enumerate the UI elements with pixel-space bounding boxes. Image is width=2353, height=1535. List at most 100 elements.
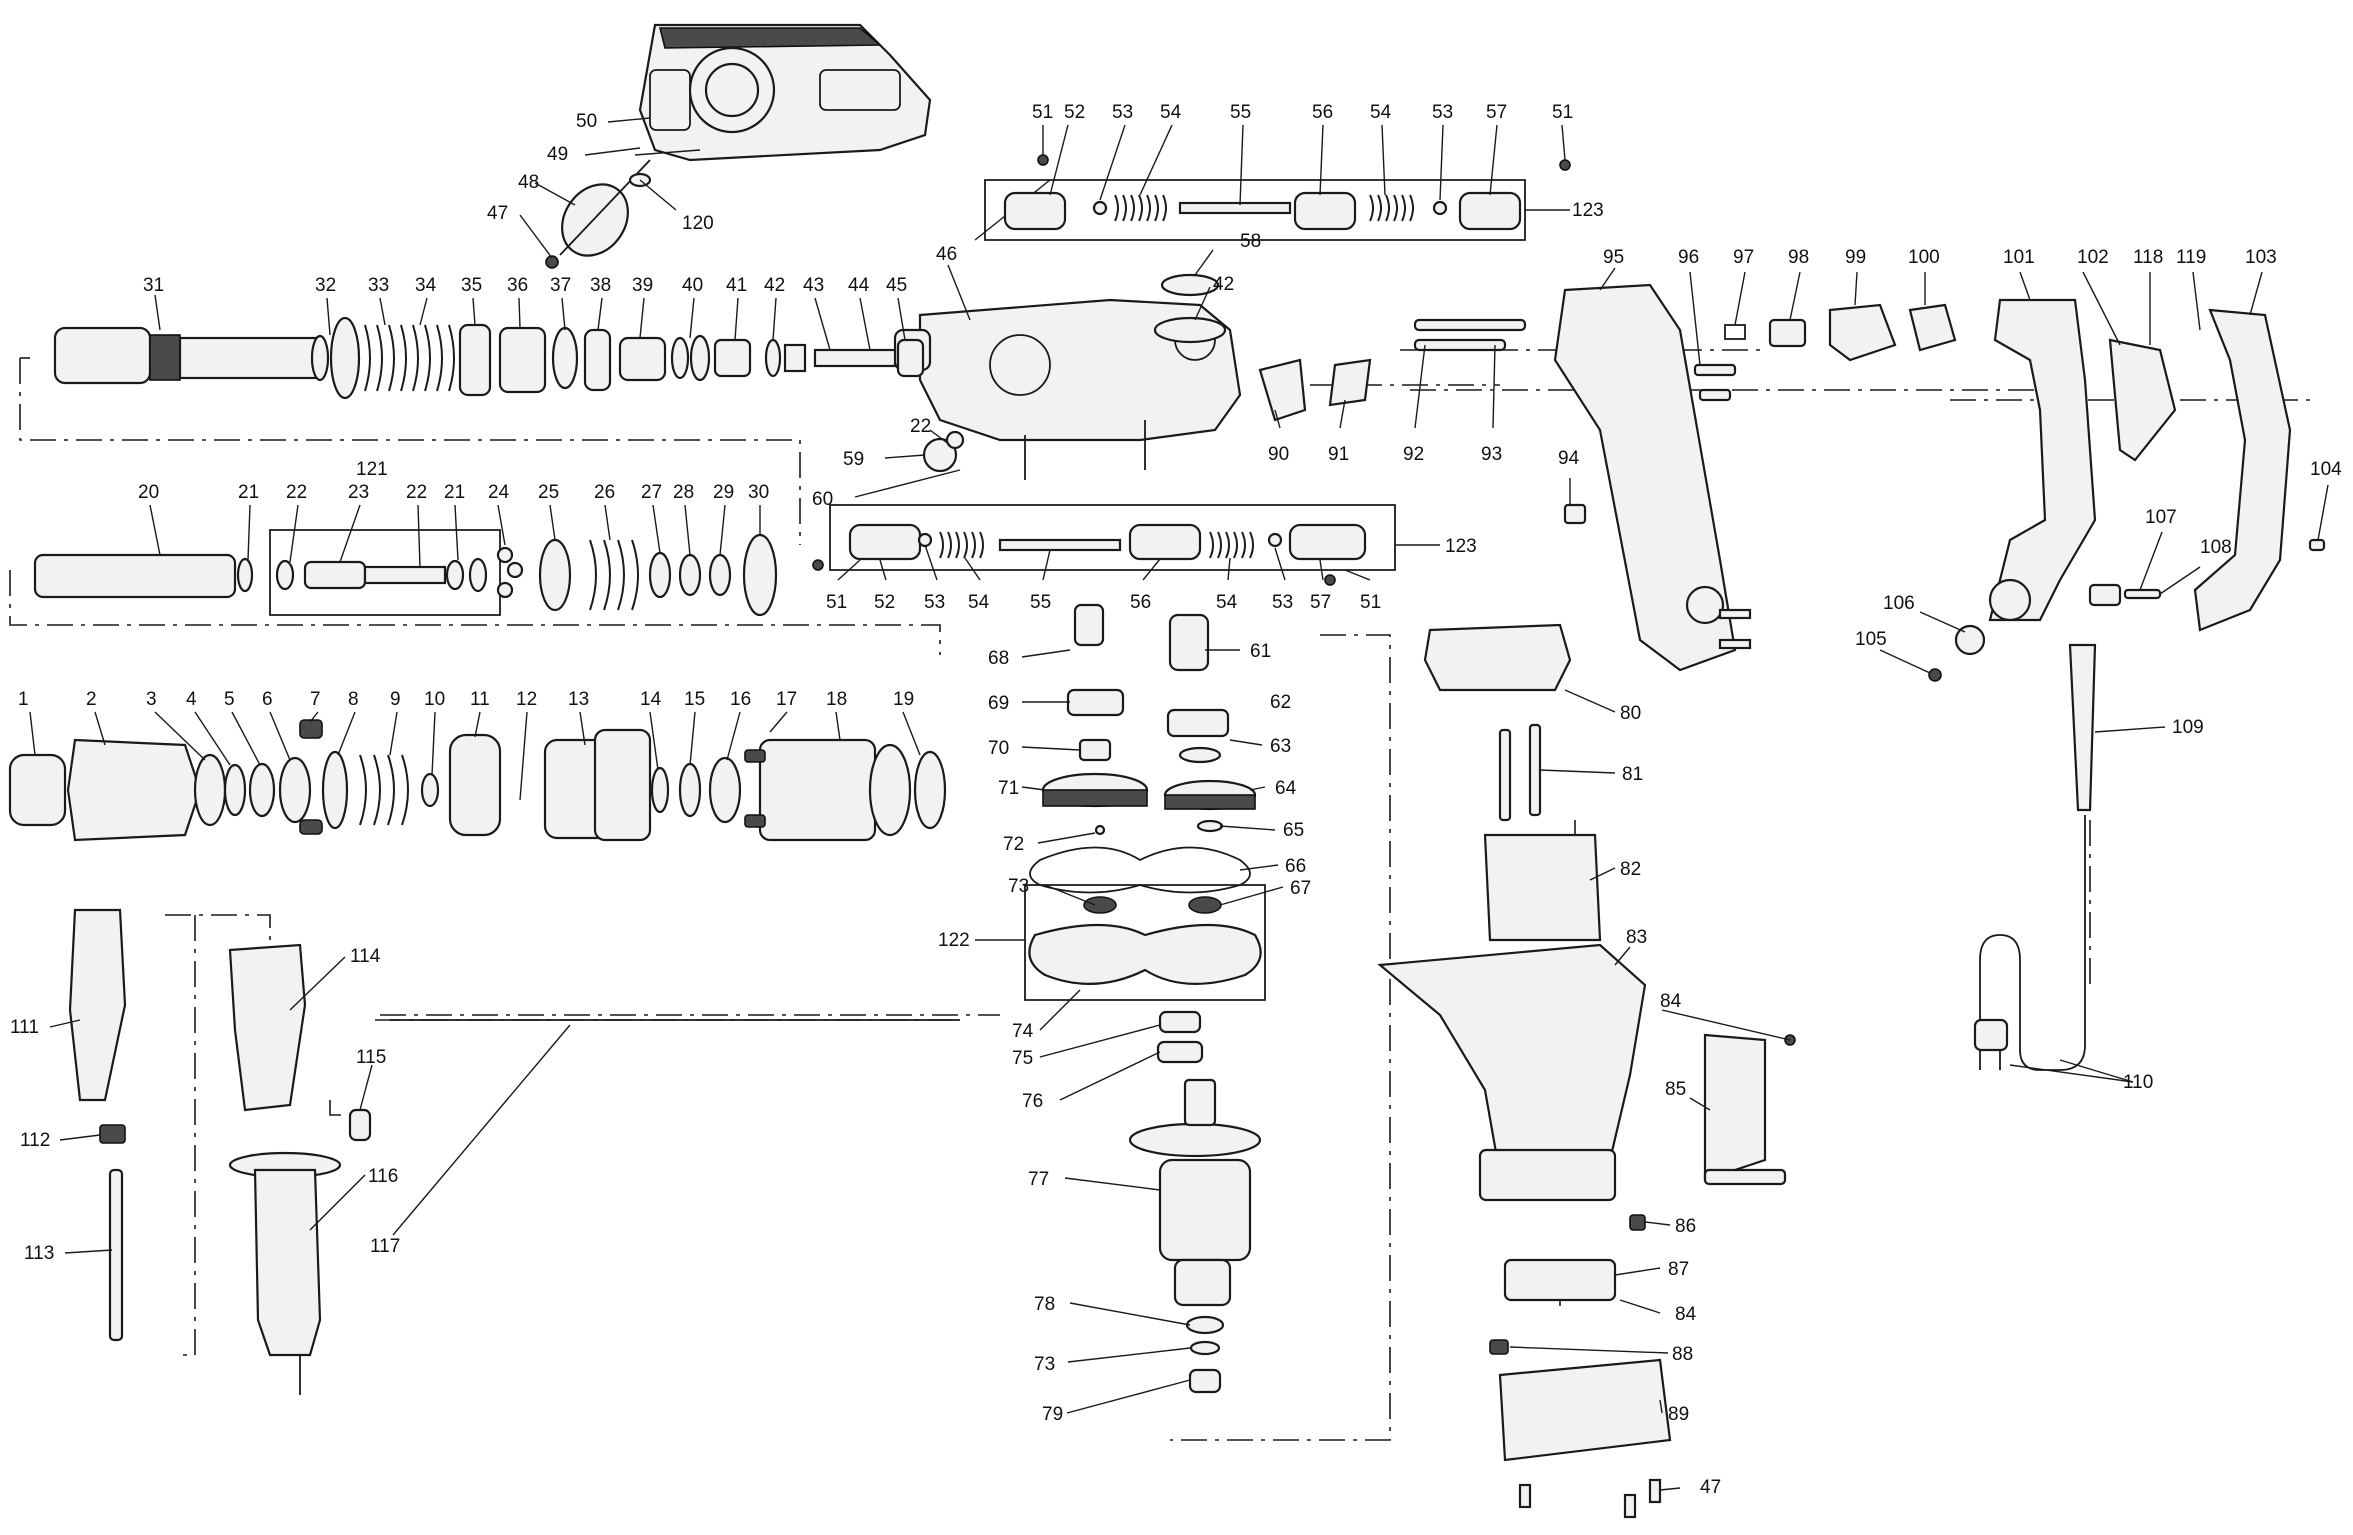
callout-93: 93: [1481, 444, 1502, 465]
callout-101: 101: [2003, 247, 2035, 268]
callout-22b: 22: [406, 482, 427, 503]
callout-108: 108: [2200, 537, 2232, 558]
callout-122: 122: [938, 930, 970, 951]
callout-77: 77: [1028, 1169, 1049, 1190]
callout-50: 50: [576, 111, 597, 132]
callout-89: 89: [1668, 1404, 1689, 1425]
callout-15: 15: [684, 689, 705, 710]
callout-1: 1: [18, 689, 29, 710]
chuck-row: [8, 719, 947, 842]
callout-32: 32: [315, 275, 336, 296]
callout-100: 100: [1908, 247, 1940, 268]
callout-95: 95: [1603, 247, 1624, 268]
callout-4: 4: [186, 689, 197, 710]
callout-98: 98: [1788, 247, 1809, 268]
callout-21: 21: [238, 482, 259, 503]
callout-65: 65: [1283, 820, 1304, 841]
callout-51c: 51: [826, 592, 847, 613]
lower-piston-assembly: [812, 504, 1396, 586]
callout-97: 97: [1733, 247, 1754, 268]
callout-86: 86: [1675, 1216, 1696, 1237]
callout-57b: 57: [1310, 592, 1331, 613]
callout-119: 119: [2176, 247, 2206, 268]
callout-113: 113: [24, 1243, 54, 1264]
callout-43: 43: [803, 275, 824, 296]
callout-58: 58: [1240, 231, 1261, 252]
callout-60: 60: [812, 489, 833, 510]
callout-54: 54: [1160, 102, 1182, 123]
callout-49: 49: [547, 144, 568, 165]
callout-24: 24: [488, 482, 510, 503]
callout-69: 69: [988, 693, 1009, 714]
callout-23: 23: [348, 482, 369, 503]
callout-106: 106: [1883, 593, 1915, 614]
callout-94: 94: [1558, 448, 1580, 469]
callout-62: 62: [1270, 692, 1291, 713]
callout-64: 64: [1275, 778, 1297, 799]
callout-27: 27: [641, 482, 662, 503]
callout-46: 46: [936, 244, 957, 265]
callout-44: 44: [848, 275, 870, 296]
callout-52: 52: [1064, 102, 1085, 123]
callout-56b: 56: [1130, 592, 1151, 613]
callout-54b: 54: [1370, 102, 1392, 123]
callout-7: 7: [310, 689, 321, 710]
gear-train: [1024, 603, 1266, 1394]
callout-120: 120: [682, 213, 714, 234]
callout-61: 61: [1250, 641, 1271, 662]
callout-116: 116: [368, 1166, 398, 1187]
callout-47b: 47: [1700, 1477, 1721, 1498]
callout-66: 66: [1285, 856, 1306, 877]
callout-47: 47: [487, 203, 508, 224]
callout-107: 107: [2145, 507, 2177, 528]
callout-45: 45: [886, 275, 907, 296]
power-cord: [1973, 643, 2097, 1071]
callout-35: 35: [461, 275, 482, 296]
callout-111: 111: [10, 1017, 39, 1038]
callout-114: 114: [350, 946, 381, 967]
callout-79: 79: [1042, 1404, 1063, 1425]
callout-22c: 22: [910, 416, 931, 437]
callout-90: 90: [1268, 444, 1289, 465]
callout-92: 92: [1403, 444, 1424, 465]
callout-67: 67: [1290, 878, 1311, 899]
callout-29: 29: [713, 482, 734, 503]
callout-102: 102: [2077, 247, 2109, 268]
callout-73b: 73: [1034, 1354, 1055, 1375]
callout-16: 16: [730, 689, 751, 710]
callout-88: 88: [1672, 1344, 1693, 1365]
callout-96: 96: [1678, 247, 1699, 268]
callout-91: 91: [1328, 444, 1349, 465]
callout-55: 55: [1230, 102, 1251, 123]
callout-13: 13: [568, 689, 589, 710]
callout-28: 28: [673, 482, 694, 503]
leader-lines: [29, 117, 2329, 1491]
callout-117: 117: [370, 1236, 400, 1257]
callout-8: 8: [348, 689, 359, 710]
callout-19: 19: [893, 689, 914, 710]
callout-39: 39: [632, 275, 653, 296]
callout-123b: 123: [1445, 536, 1477, 557]
callout-84b: 84: [1675, 1304, 1697, 1325]
callout-87: 87: [1668, 1259, 1689, 1280]
callout-80: 80: [1620, 703, 1641, 724]
callout-34: 34: [415, 275, 437, 296]
callout-41: 41: [726, 275, 747, 296]
callout-75: 75: [1012, 1048, 1033, 1069]
callout-labels: 1 2 3 4 5 6 7 8 9 10 11 12 13 14 15 16 1…: [10, 102, 2342, 1498]
callout-9: 9: [390, 689, 401, 710]
callout-11: 11: [470, 689, 490, 710]
assembly-lines: [9, 349, 2310, 1441]
callout-54d: 54: [1216, 592, 1238, 613]
callout-42: 42: [764, 275, 785, 296]
callout-53: 53: [1112, 102, 1133, 123]
callout-20: 20: [138, 482, 159, 503]
callout-83: 83: [1626, 927, 1647, 948]
callout-22: 22: [286, 482, 307, 503]
callout-53b: 53: [1432, 102, 1453, 123]
callout-73: 73: [1008, 876, 1029, 897]
callout-48: 48: [518, 172, 539, 193]
callout-103: 103: [2245, 247, 2277, 268]
callout-21b: 21: [444, 482, 465, 503]
